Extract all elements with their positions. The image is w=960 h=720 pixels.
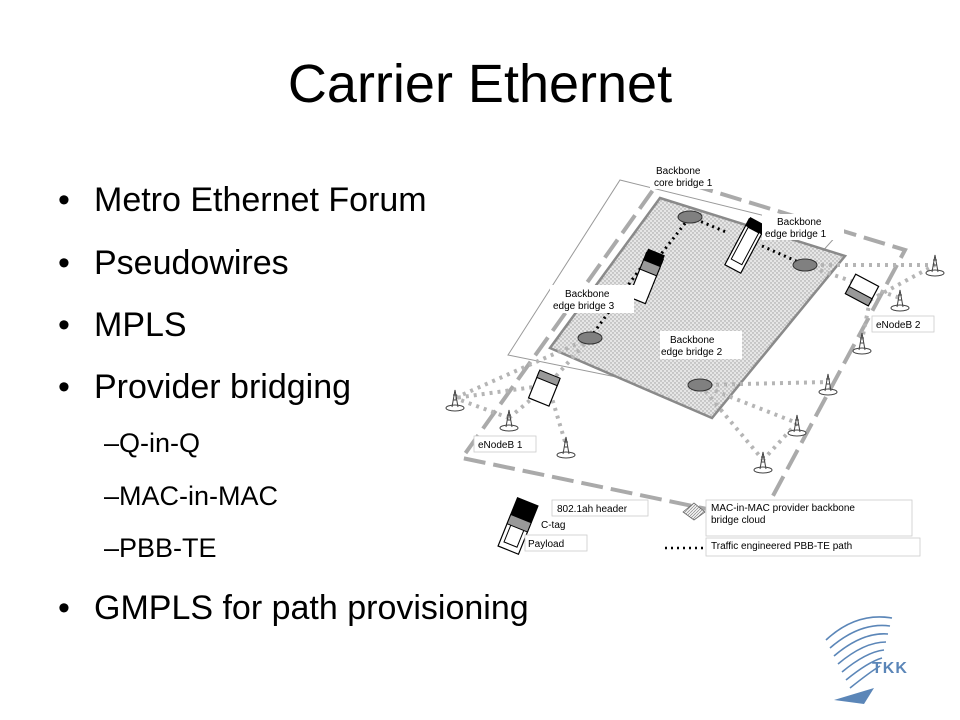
sub-bullet-text: Q-in-Q: [119, 428, 201, 458]
edge-bridge-3: [577, 331, 603, 345]
sub-bullet-text: MAC-in-MAC: [119, 481, 279, 511]
bullet-marker: •: [58, 306, 70, 344]
diagram-legend: 802.1ah header C-tag Payload MAC-in-MAC …: [497, 496, 921, 557]
bullet-marker: •: [58, 589, 70, 627]
legend-frame-icon: [497, 496, 539, 556]
bullet-marker: •: [58, 244, 70, 282]
sub-bullet-item: –Q-in-Q: [104, 427, 200, 459]
bullet-text: GMPLS for path provisioning: [94, 589, 529, 627]
legend-header-label: 802.1ah header: [557, 504, 628, 515]
logo-text: TKK: [872, 660, 908, 677]
legend-cloud-label: MAC-in-MAC provider backbone: [711, 503, 855, 514]
bullet-marker: •: [58, 181, 70, 219]
legend-path-label: Traffic engineered PBB-TE path: [711, 541, 852, 552]
sub-bullet-item: –MAC-in-MAC: [104, 480, 278, 512]
legend-ctag-label: C-tag: [541, 520, 565, 531]
slide-title: Carrier Ethernet: [287, 54, 673, 114]
university-logo: [825, 616, 893, 704]
antenna-icon: [445, 254, 945, 474]
bullet-text: Metro Ethernet Forum: [94, 181, 427, 219]
edge-bridge-1: [792, 258, 818, 272]
frame-icon: [527, 369, 561, 407]
legend-payload-label: Payload: [528, 539, 564, 550]
enodeb-2-label: eNodeB 2: [876, 320, 921, 331]
frame-icon: [627, 248, 665, 305]
sub-bullet-marker: –: [104, 533, 120, 563]
edge-bridge-3-label: Backbone: [565, 289, 610, 300]
core-bridge-1-label: Backbone: [656, 166, 701, 177]
frame-icon: [844, 273, 880, 307]
bullet-text: MPLS: [94, 306, 187, 344]
enodeb-1-label: eNodeB 1: [478, 440, 523, 451]
sub-bullet-text: PBB-TE: [119, 533, 217, 563]
edge-bridge-2: [687, 378, 713, 392]
legend-cloud-label: bridge cloud: [711, 515, 765, 526]
edge-bridge-1-label: edge bridge 1: [765, 229, 827, 240]
core-bridge-1-label: core bridge 1: [654, 178, 713, 189]
edge-bridge-2-label: edge bridge 2: [661, 347, 723, 358]
edge-bridge-3-label: edge bridge 3: [553, 301, 615, 312]
edge-bridge-1-label: Backbone: [777, 217, 822, 228]
legend-cloud-swatch: [682, 502, 706, 521]
edge-bridge-2-label: Backbone: [670, 335, 715, 346]
sub-bullet-item: –PBB-TE: [104, 532, 217, 564]
bullet-text: Provider bridging: [94, 368, 352, 406]
bullet-text: Pseudowires: [94, 244, 289, 282]
bullet-marker: •: [58, 368, 70, 406]
frame-icon: [724, 217, 767, 274]
sub-bullet-marker: –: [104, 428, 120, 458]
core-bridge-1: [677, 210, 703, 224]
sub-bullet-marker: –: [104, 481, 120, 511]
